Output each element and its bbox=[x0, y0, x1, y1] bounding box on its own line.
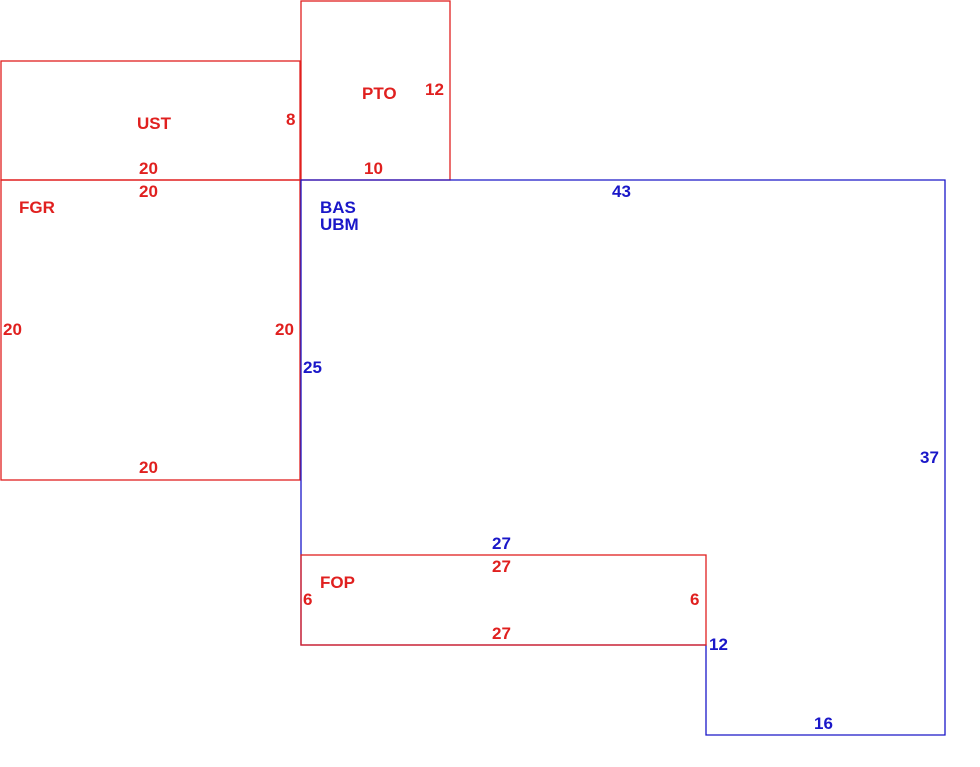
bas-dim-notch-side: 12 bbox=[709, 635, 728, 654]
ust-dim-bottom: 20 bbox=[139, 159, 158, 178]
bas-dim-top: 43 bbox=[612, 182, 631, 201]
fop-dim-top: 27 bbox=[492, 557, 511, 576]
fop-dim-right: 6 bbox=[690, 590, 700, 609]
ubm-label: UBM bbox=[320, 215, 359, 234]
fgr-dim-left: 20 bbox=[3, 320, 22, 339]
fgr-dim-bottom: 20 bbox=[139, 458, 158, 477]
fop-outline bbox=[300, 554, 707, 646]
bas-dim-right: 37 bbox=[920, 448, 939, 467]
ust-label: UST bbox=[137, 114, 171, 133]
pto-dim-right: 12 bbox=[425, 80, 444, 99]
bas-dim-left: 25 bbox=[303, 358, 322, 377]
pto-label: PTO bbox=[362, 84, 397, 103]
fop-label: FOP bbox=[320, 573, 355, 592]
fop-dim-left: 6 bbox=[303, 590, 313, 609]
bas-dim-bottom: 16 bbox=[814, 714, 833, 733]
fgr-label: FGR bbox=[19, 198, 55, 217]
bas-label: BAS bbox=[320, 198, 356, 217]
ust-dim-right: 8 bbox=[286, 110, 296, 129]
fgr-outline bbox=[0, 179, 301, 481]
pto-dim-bottom: 10 bbox=[364, 159, 383, 178]
bas-dim-notch-top: 27 bbox=[492, 534, 511, 553]
fop-dim-bottom: 27 bbox=[492, 624, 511, 643]
bas-outline bbox=[300, 179, 946, 736]
fgr-dim-top: 20 bbox=[139, 182, 158, 201]
fgr-dim-right: 20 bbox=[275, 320, 294, 339]
